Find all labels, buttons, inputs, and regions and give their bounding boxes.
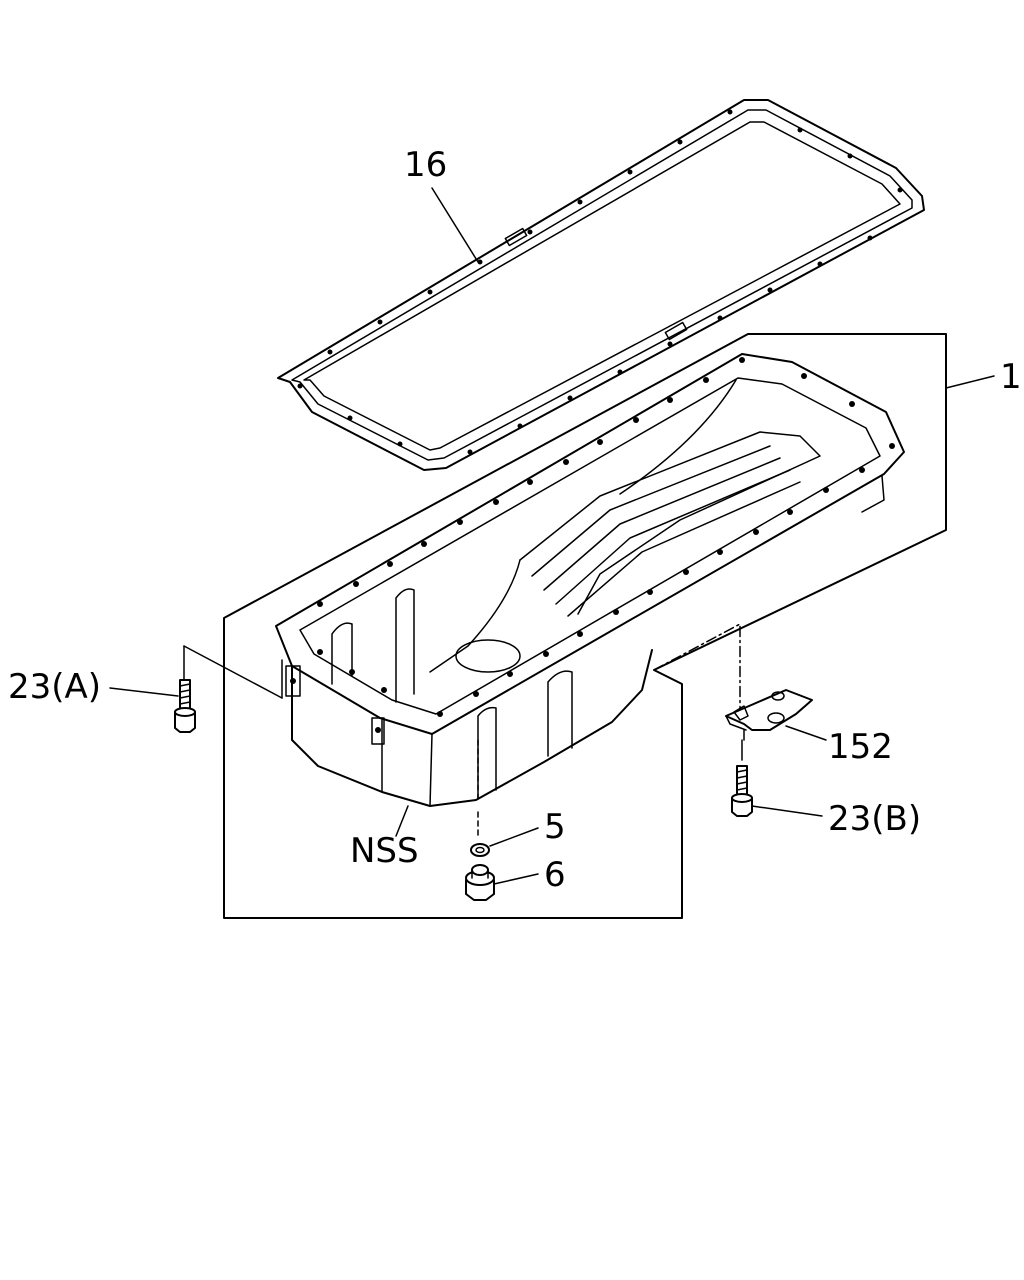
callout-23b: 23(B) <box>828 799 921 839</box>
drain-plug-washer <box>470 843 490 857</box>
drain-plug <box>465 864 495 901</box>
callout-152: 152 <box>828 727 893 767</box>
leader-16 <box>431 187 479 263</box>
oil-pan-gasket <box>277 99 925 471</box>
callout-6: 6 <box>544 855 566 895</box>
callout-nss: NSS <box>350 831 419 871</box>
callout-16: 16 <box>404 145 447 185</box>
leader-5 <box>489 827 539 847</box>
leader-6 <box>493 873 539 885</box>
bolt-b <box>731 739 753 817</box>
assembly-frame <box>223 333 947 919</box>
bolt-b-alignment-line <box>653 623 741 709</box>
bolt-a <box>174 645 283 733</box>
callout-23a: 23(A) <box>8 667 101 707</box>
leader-nss <box>395 805 409 837</box>
leader-23a <box>109 687 179 697</box>
mounting-bracket <box>725 689 813 741</box>
callout-1: 1 <box>1000 357 1022 397</box>
gasket-bolt-holes <box>297 109 903 455</box>
oil-pan-flange-holes <box>317 357 895 717</box>
leader-152 <box>785 725 827 741</box>
leader-1 <box>945 375 995 389</box>
callout-5: 5 <box>544 807 566 847</box>
leader-23b <box>751 805 823 817</box>
oil-pan-body <box>275 353 905 807</box>
